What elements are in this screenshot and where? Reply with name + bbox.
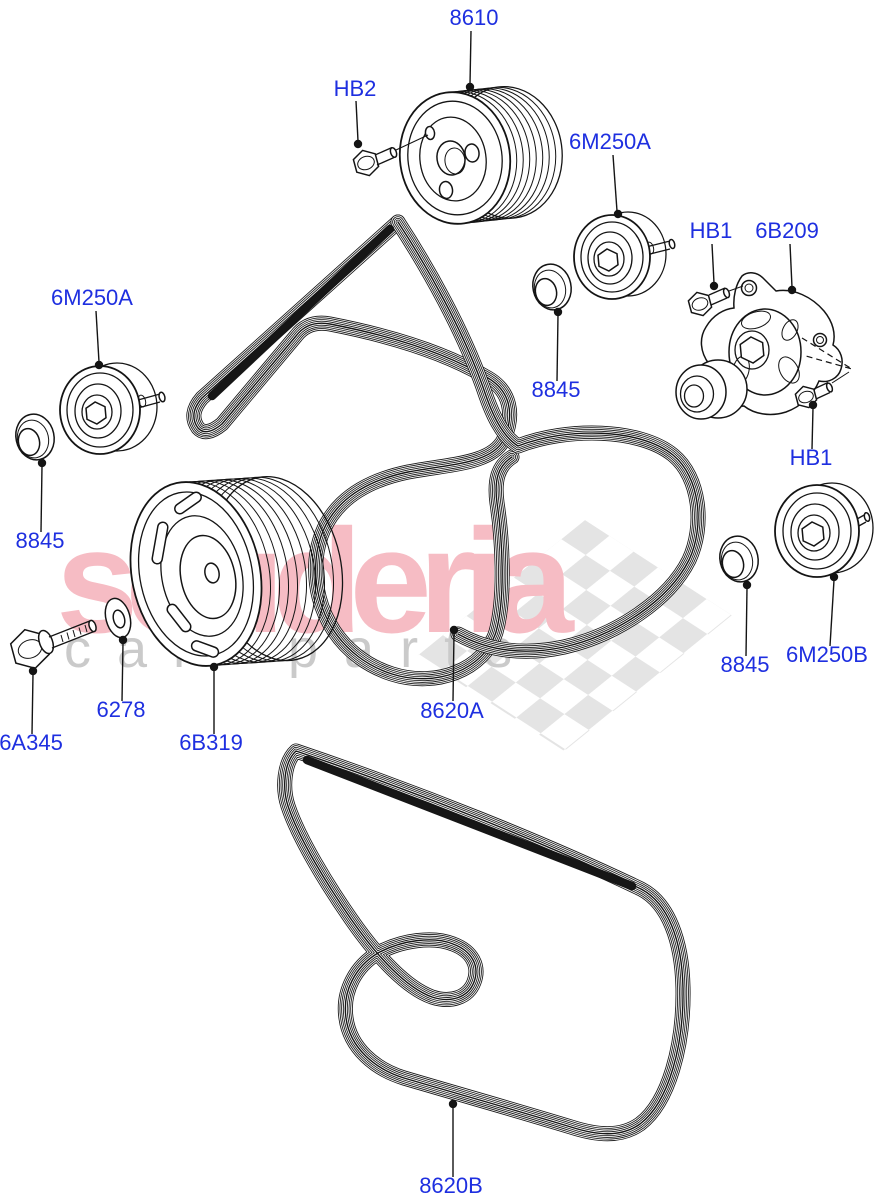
part-label-6b319[interactable]: 6B319: [179, 730, 243, 755]
belt-8620b-shaded-run: [302, 755, 637, 891]
bolt-hb2: [352, 134, 429, 177]
cap-8845-upper-right: [532, 263, 572, 311]
bolt-hole: [464, 143, 480, 163]
part-label-8620a[interactable]: 8620A: [420, 698, 484, 723]
pulley-slot: [190, 640, 220, 658]
callout-6278: 6278: [97, 635, 146, 722]
bolt-hb1-upper: [687, 285, 744, 317]
idler-pulley-6m250a-right: [573, 211, 676, 300]
callouts: 8610 HB2 6M250A HB1 6B209 8845 6M250A 8: [0, 5, 868, 1198]
pulley-slot: [151, 521, 169, 565]
mount-hole: [740, 279, 758, 297]
bolt-hole: [438, 180, 454, 200]
hex-nut: [597, 248, 619, 272]
callout-6m250b: 6M250B: [786, 572, 868, 667]
hex-nut: [801, 521, 825, 547]
part-label-6278[interactable]: 6278: [97, 697, 146, 722]
part-label-6m250a-right[interactable]: 6M250A: [569, 129, 651, 154]
part-label-8610[interactable]: 8610: [450, 5, 499, 30]
part-label-8845-left[interactable]: 8845: [16, 528, 65, 553]
callout-6b209: 6B209: [755, 218, 819, 295]
checkered-flag-watermark: [417, 520, 732, 751]
idler-pulley-6m250b: [774, 482, 874, 578]
part-label-6a345[interactable]: 6A345: [0, 730, 63, 755]
pulley-slot: [174, 491, 202, 515]
callout-8610: 8610: [450, 5, 499, 92]
part-label-6b209[interactable]: 6B209: [755, 218, 819, 243]
part-label-6m250b[interactable]: 6M250B: [786, 642, 868, 667]
part-label-8620b[interactable]: 8620B: [419, 1173, 483, 1198]
bolt-head: [352, 149, 380, 177]
callout-8845-upper-right: 8845: [532, 307, 581, 402]
part-label-8845-lower-right[interactable]: 8845: [721, 652, 770, 677]
callout-8620b: 8620B: [419, 1099, 483, 1198]
stud-tip: [863, 511, 871, 523]
mount-hole: [812, 332, 828, 348]
callout-hb2: HB2: [334, 76, 377, 149]
callout-hb1-lower: HB1: [790, 400, 833, 470]
callout-hb1-upper: HB1: [690, 218, 733, 291]
idler-pulley-6m250a-left: [59, 362, 166, 455]
pulley-slot: [166, 603, 192, 633]
bolt-head: [687, 291, 713, 317]
part-label-8845-upper-right[interactable]: 8845: [532, 377, 581, 402]
pulley-8610: [398, 85, 563, 225]
tensioner-6b209: [675, 272, 853, 420]
part-label-hb1-lower[interactable]: HB1: [790, 445, 833, 470]
part-label-hb1-upper[interactable]: HB1: [690, 218, 733, 243]
callout-6m250a-right: 6M250A: [569, 129, 651, 219]
callout-6a345: 6A345: [0, 666, 63, 755]
callout-6m250a-left: 6M250A: [51, 285, 133, 370]
belt-8620a-shaded-run: [207, 224, 395, 401]
stud-tip: [668, 238, 676, 250]
callout-8620a: 8620A: [420, 625, 484, 723]
watermark-subtitle: car parts: [64, 619, 538, 679]
cap-8845-lower-right: [719, 535, 759, 583]
part-label-hb2[interactable]: HB2: [334, 76, 377, 101]
assembly-direction-arrow: [801, 337, 853, 370]
belt-8620a: [194, 222, 698, 679]
bolt-6a345: [9, 619, 97, 670]
stud-tip: [158, 391, 166, 403]
hex-nut: [739, 336, 765, 364]
callout-8845-left: 8845: [16, 458, 65, 553]
part-label-6m250a-left[interactable]: 6M250A: [51, 285, 133, 310]
hex-nut: [85, 401, 107, 425]
callout-6b319: 6B319: [179, 662, 243, 755]
callout-8845-lower-right: 8845: [721, 580, 770, 677]
belt-8620b: [285, 751, 683, 1134]
hb2-bolt-hole: [424, 125, 436, 141]
cap-8845-left: [15, 413, 55, 461]
